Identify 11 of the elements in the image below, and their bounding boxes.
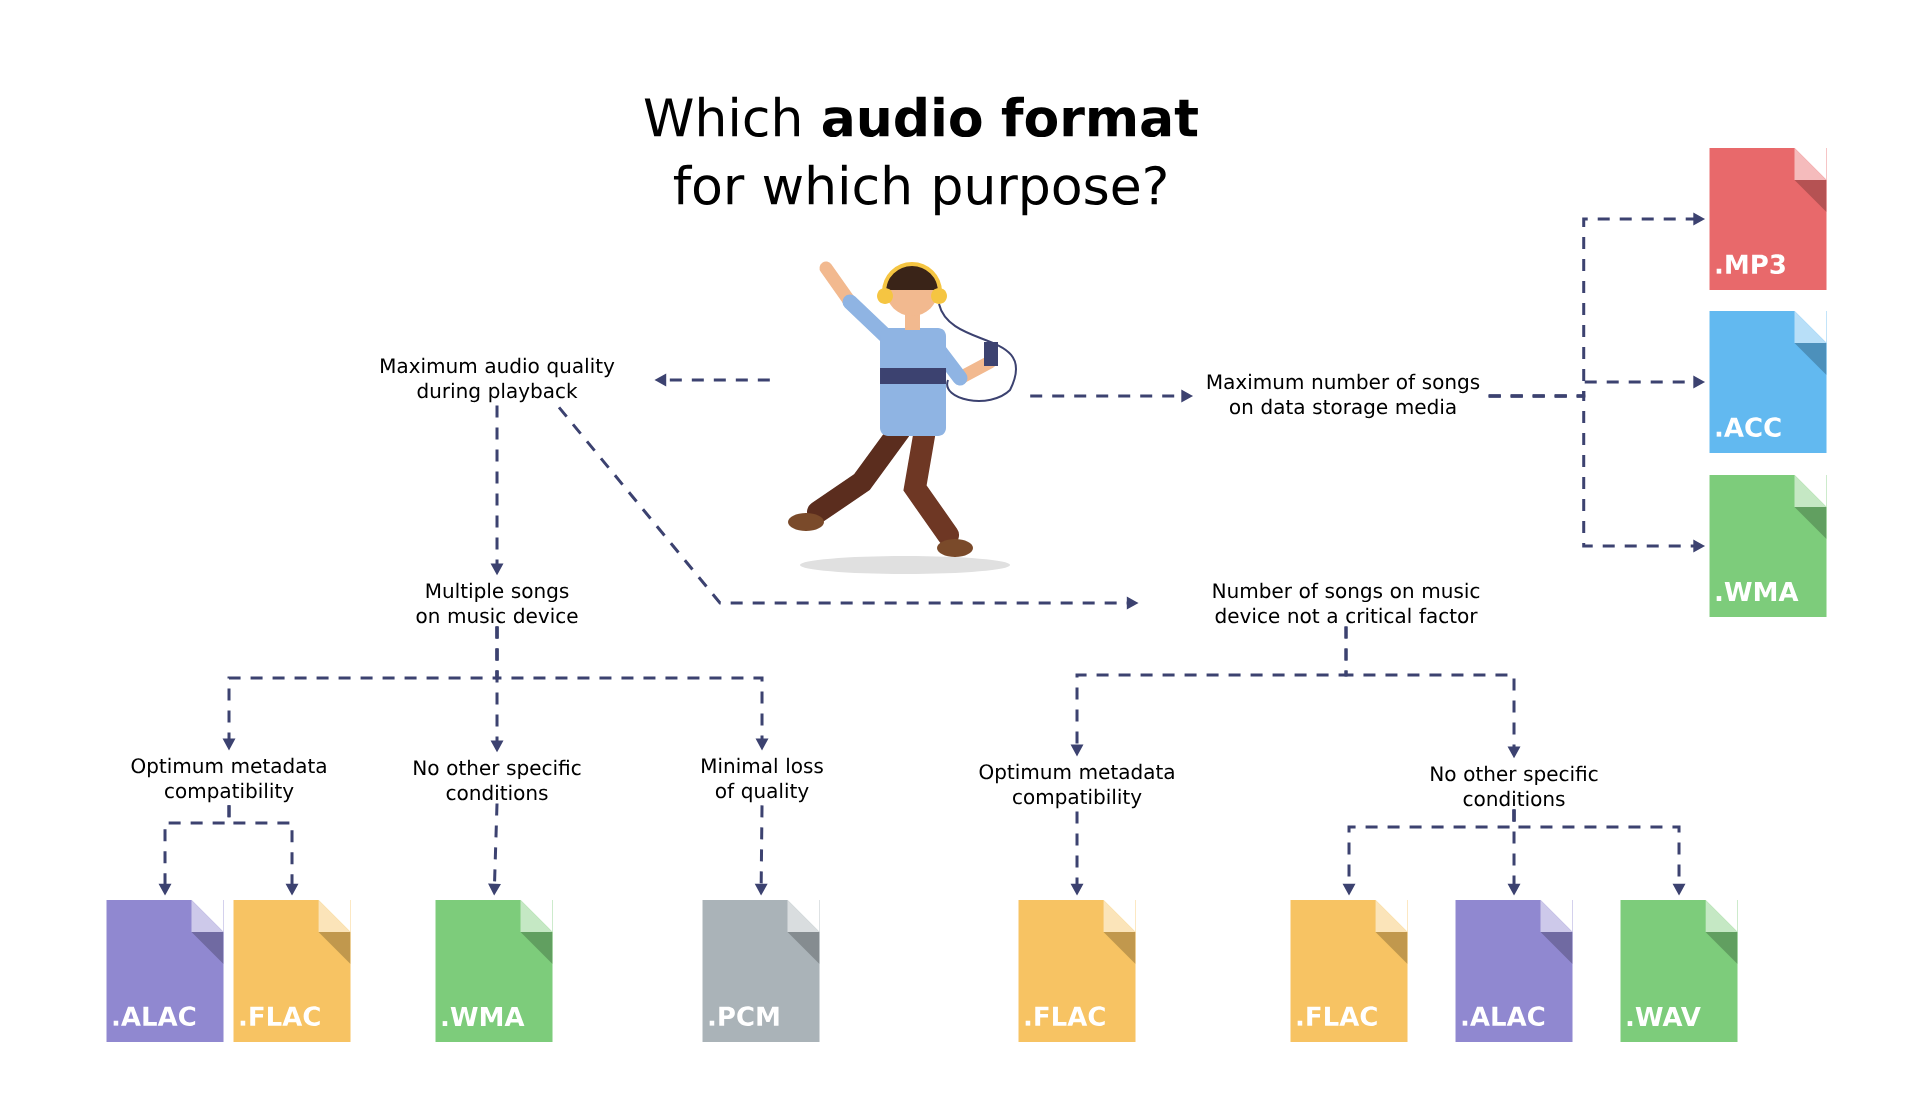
condition-label: Maximum audio quality during playback (381, 357, 615, 403)
condition-label: Multiple songs on music device (416, 582, 578, 624)
person-drawing (788, 261, 1017, 574)
condition-label: No other specific conditions (414, 759, 581, 801)
condition-label: Minimal loss of quality (702, 757, 823, 803)
condition-label: Number of songs on music device not a critical factor (1213, 582, 1480, 624)
condition-label: Optimum metadata compatibility (979, 763, 1174, 809)
condition-label: No other specific conditions (1431, 765, 1598, 807)
condition-label: Maximum number of songs on data storage media (1207, 373, 1480, 419)
condition-label: Optimum metadata compatibility (131, 757, 326, 803)
title: Which audio format for which purpose? (644, 96, 1198, 216)
